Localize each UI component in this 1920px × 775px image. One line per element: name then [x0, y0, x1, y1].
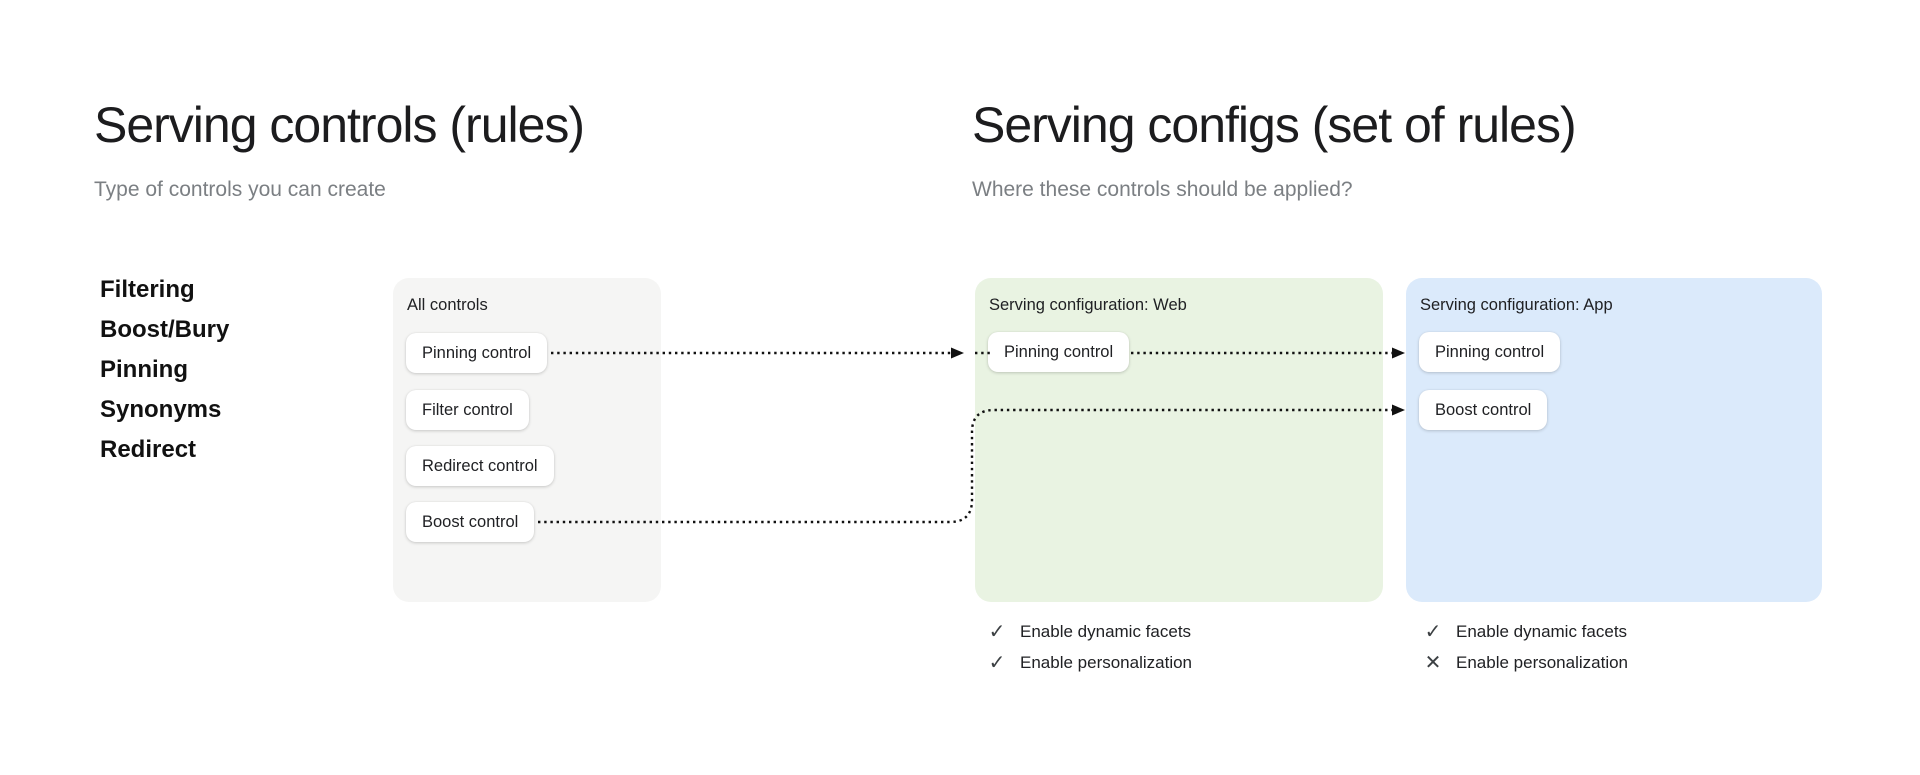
app-feature-personalization: ✕ Enable personalization	[1422, 647, 1628, 678]
filter-control-chip: Filter control	[406, 390, 529, 430]
serving-config-app-panel: Serving configuration: App Pinning contr…	[1406, 278, 1822, 602]
web-feature-list: ✓ Enable dynamic facets ✓ Enable persona…	[986, 616, 1192, 678]
check-icon: ✓	[988, 651, 1006, 674]
app-boost-control-chip: Boost control	[1419, 390, 1548, 430]
control-type-filtering: Filtering	[100, 276, 195, 303]
serving-config-web-label: Serving configuration: Web	[989, 296, 1187, 314]
all-controls-panel: All controls Pinning control Filter cont…	[393, 278, 661, 602]
web-feature-dynamic-facets: ✓ Enable dynamic facets	[986, 616, 1192, 647]
all-controls-panel-label: All controls	[407, 296, 488, 314]
check-icon: ✓	[1424, 620, 1442, 643]
right-subtitle: Where these controls should be applied?	[972, 178, 1353, 201]
boost-control-chip: Boost control	[406, 502, 535, 542]
control-type-redirect: Redirect	[100, 436, 197, 463]
control-type-list: Filtering Boost/Bury Pinning Synonyms Re…	[100, 270, 229, 470]
left-subtitle: Type of controls you can create	[94, 178, 386, 201]
web-pinning-control-chip: Pinning control	[988, 332, 1130, 372]
feature-label: Enable personalization	[1020, 652, 1193, 672]
control-type-boost-bury: Boost/Bury	[100, 316, 230, 343]
right-heading: Serving configs (set of rules) Where the…	[972, 96, 1577, 202]
control-type-synonyms: Synonyms	[100, 396, 222, 423]
feature-label: Enable dynamic facets	[1456, 621, 1628, 641]
serving-config-web-panel: Serving configuration: Web Pinning contr…	[975, 278, 1383, 602]
left-title: Serving controls (rules)	[94, 97, 585, 153]
control-type-pinning: Pinning	[100, 356, 188, 383]
pinning-control-chip: Pinning control	[406, 333, 548, 373]
cross-icon: ✕	[1424, 651, 1442, 674]
web-feature-personalization: ✓ Enable personalization	[986, 647, 1192, 678]
app-feature-dynamic-facets: ✓ Enable dynamic facets	[1422, 616, 1628, 647]
app-feature-list: ✓ Enable dynamic facets ✕ Enable persona…	[1422, 616, 1628, 678]
app-pinning-control-chip: Pinning control	[1419, 332, 1561, 372]
feature-label: Enable dynamic facets	[1020, 621, 1192, 641]
serving-config-app-label: Serving configuration: App	[1420, 296, 1613, 314]
redirect-control-chip: Redirect control	[406, 446, 554, 486]
check-icon: ✓	[988, 620, 1006, 643]
left-heading: Serving controls (rules) Type of control…	[94, 96, 585, 202]
feature-label: Enable personalization	[1456, 652, 1629, 672]
right-title: Serving configs (set of rules)	[972, 97, 1577, 153]
